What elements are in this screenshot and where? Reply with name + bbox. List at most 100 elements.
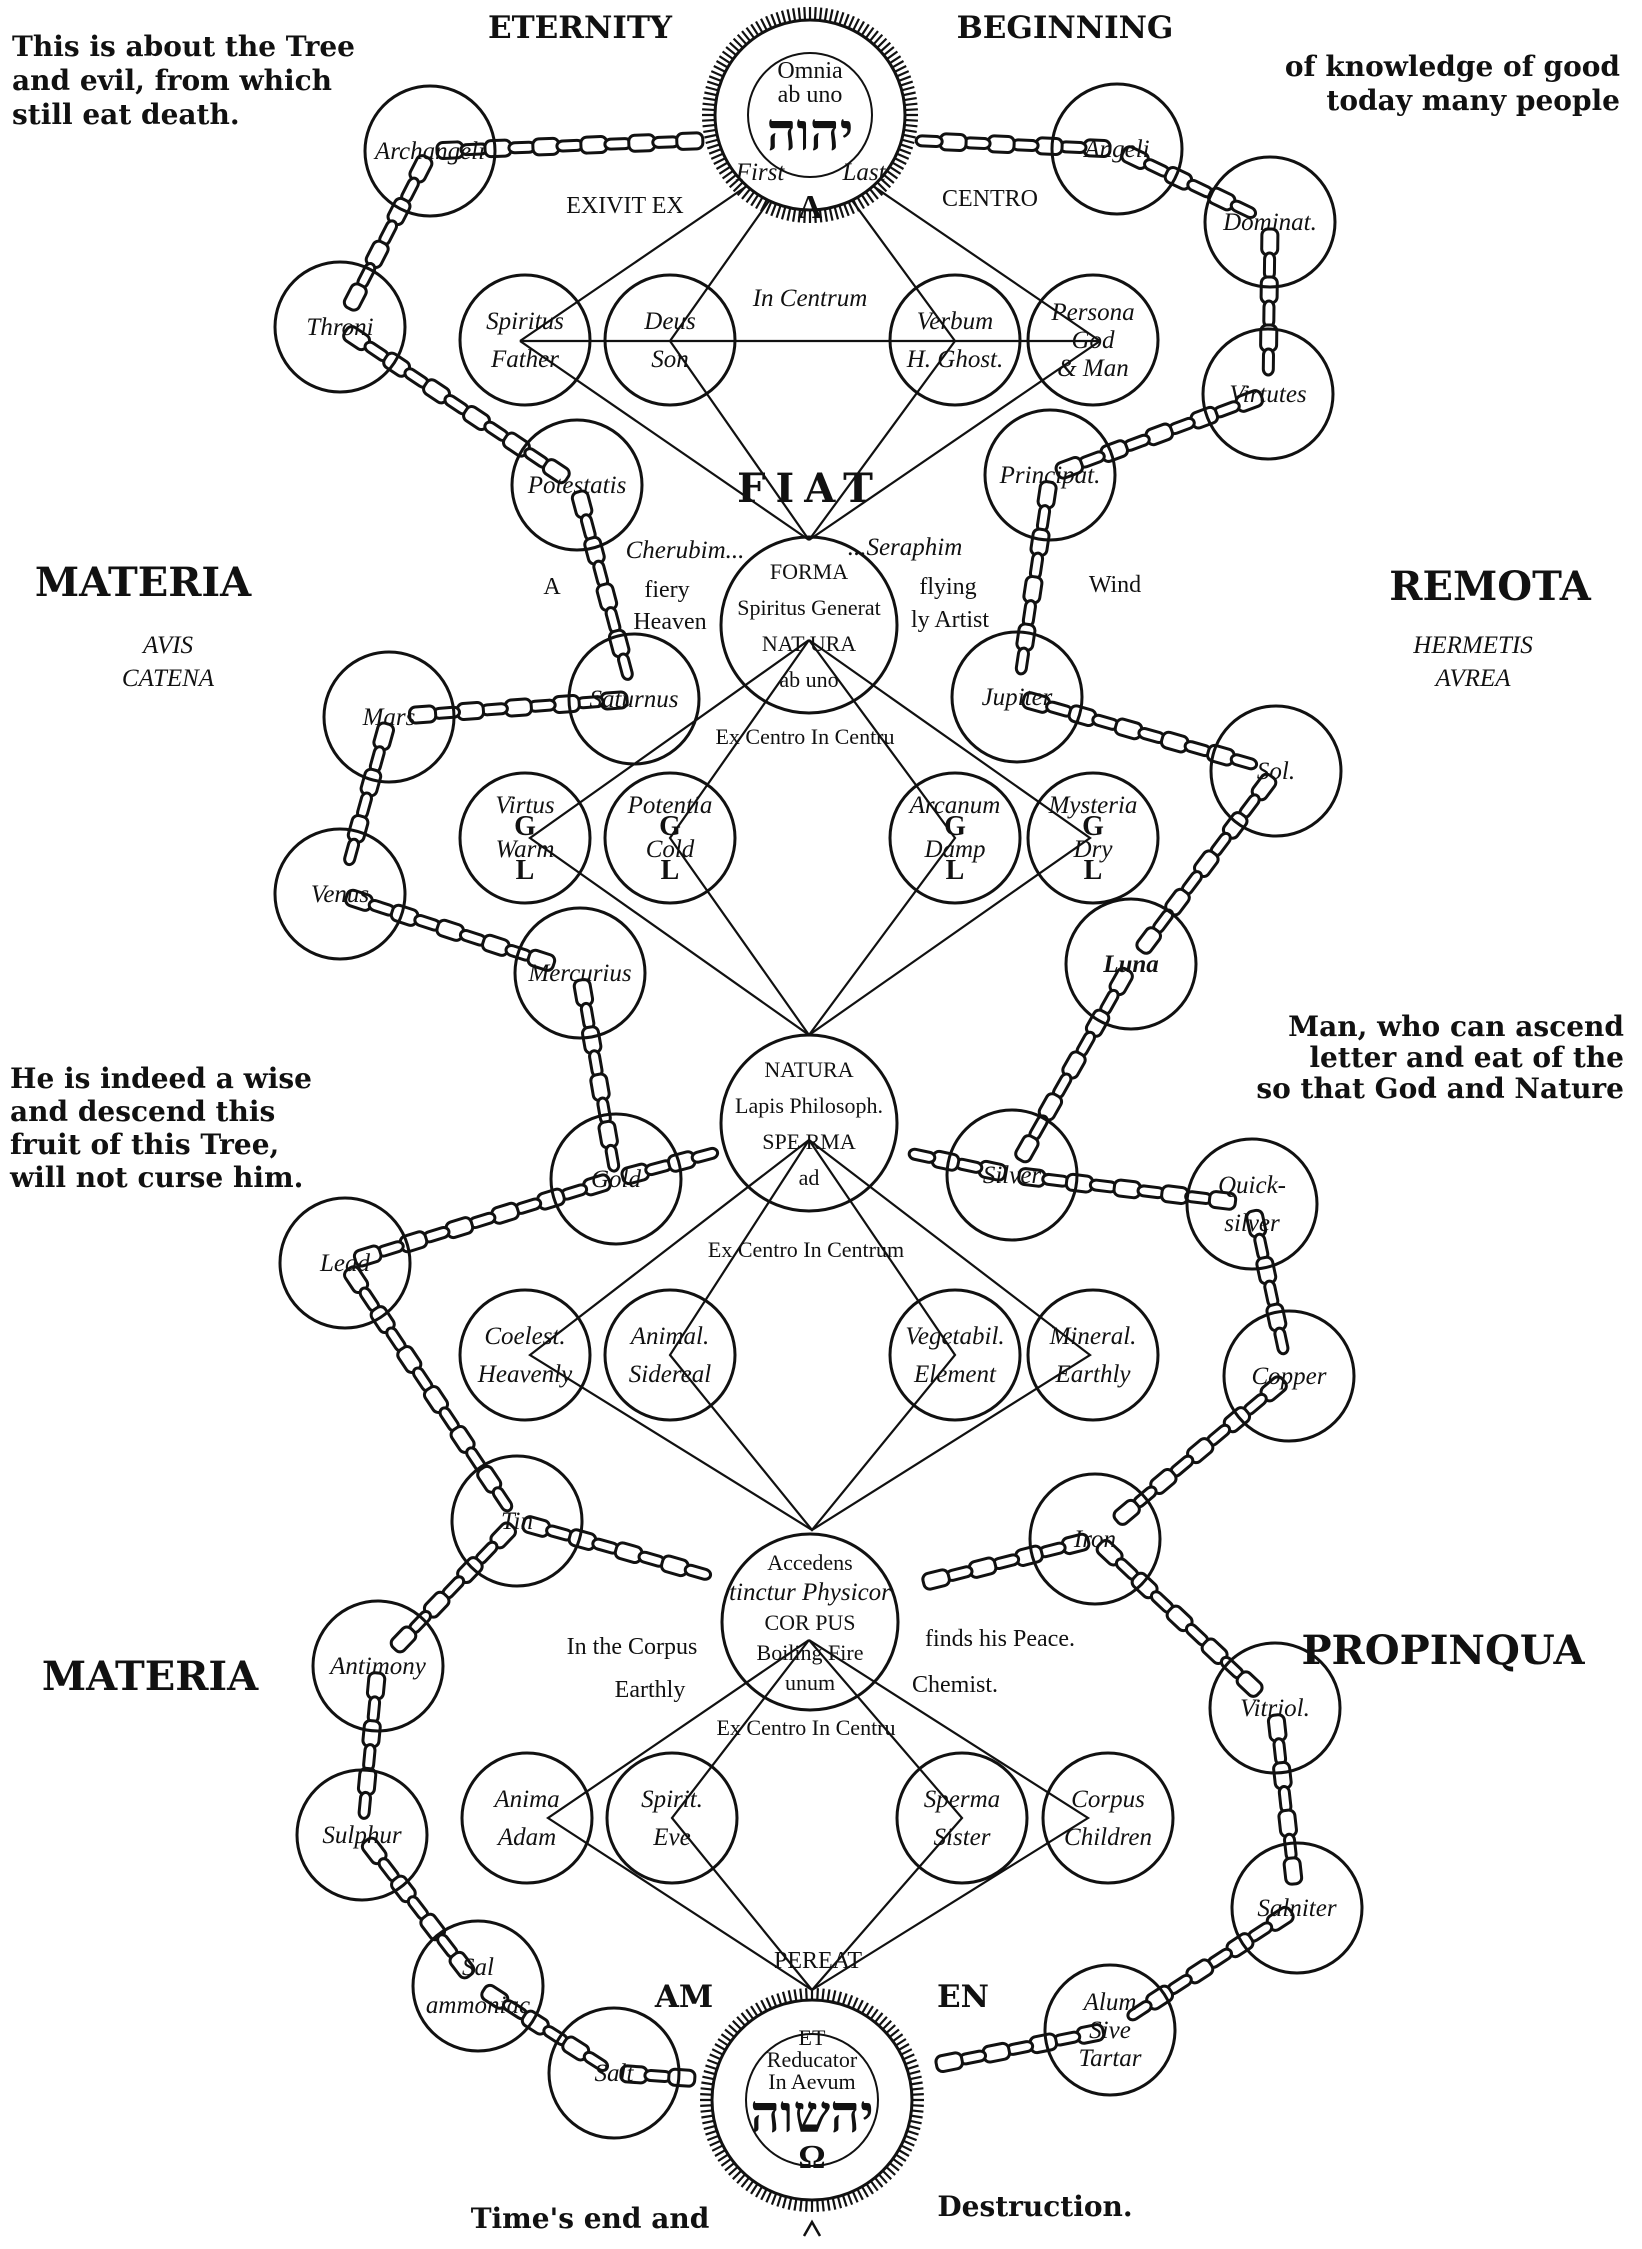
text-top-left-3: still eat death.: [12, 98, 240, 131]
text-mid-right-1: Man, who can ascend: [1288, 1010, 1624, 1043]
circle-vitriol-text-0: Vitriol.: [1240, 1695, 1310, 1722]
header-eternity: ETERNITY: [488, 10, 673, 46]
circle-mysteria-text-1: G: [1082, 811, 1104, 842]
circle-arcanum-text-0: Arcanum: [908, 792, 1001, 819]
circle-virtus-text-2: Warm: [496, 836, 555, 863]
circle-virtutes: Virtutes: [1201, 327, 1335, 461]
top-sun-hebrew: יהוה: [767, 102, 854, 163]
chain-8: [1014, 480, 1058, 676]
circle-venus-text-0: Venus: [311, 881, 369, 908]
circle-principat: Principat.: [983, 408, 1117, 542]
label-ex-centro-2: Ex Centro In Centrum: [708, 1237, 904, 1262]
label-earthly: Earthly: [615, 1677, 686, 1703]
circle-throni: Throni: [273, 260, 407, 394]
circle-silver: Silver: [945, 1108, 1079, 1242]
circle-luna: Luna: [1064, 897, 1198, 1031]
circle-sal_ammoniac-text-1: ammoniac: [426, 1992, 530, 2019]
label-pereat: PEREAT: [774, 1948, 862, 1974]
chain-24: [921, 1532, 1091, 1591]
circle-mineral-text-1: Earthly: [1055, 1361, 1132, 1388]
circle-quicksilver: Quick-silver: [1185, 1137, 1319, 1271]
circle-angeli-text-0: Angeli: [1082, 136, 1149, 163]
circle-potentia-text-0: Potentia: [627, 792, 713, 819]
top-sun-inner: [747, 52, 873, 178]
text-top-left-1: This is about the Tree: [12, 30, 355, 63]
label-centro: CENTRO: [942, 186, 1038, 212]
center-corpus-text-3: Boiling Fire: [757, 1640, 864, 1665]
diamond-low-outer: [528, 1139, 1092, 1532]
text-mid-left-3: fruit of this Tree,: [10, 1128, 279, 1161]
label-avis: AVIS: [141, 632, 194, 659]
label-cherubim: Cherubim...: [626, 537, 745, 564]
circle-vitriol: Vitriol.: [1208, 1641, 1342, 1775]
chain-14: [572, 977, 621, 1173]
chain-3: [1120, 145, 1258, 220]
circle-verbum-text-1: H. Ghost.: [906, 346, 1004, 373]
text-top-right-2: today many people: [1326, 84, 1620, 117]
label-wind: Wind: [1089, 572, 1141, 598]
circle-mercurius: Mercurius: [513, 906, 647, 1040]
chain-25: [389, 1521, 517, 1654]
circle-iron: Iron: [1028, 1472, 1162, 1606]
chain-31: [480, 1983, 610, 2072]
line-top-l1: [519, 340, 810, 541]
top-sun-line1: Omnia: [777, 58, 843, 84]
chain-26: [1095, 1538, 1264, 1698]
circle-archangeli: Archangeli: [363, 84, 497, 218]
text-top-left-2: and evil, from which: [12, 64, 332, 97]
label-finds-peace: finds his Peace.: [925, 1626, 1075, 1652]
circle-coelest-text-1: Heavenly: [477, 1361, 573, 1388]
circle-mars-text-0: Mars: [362, 704, 416, 731]
circle-corpus_children-text-1: Children: [1064, 1824, 1152, 1851]
label-heaven: Heaven: [633, 609, 706, 635]
text-mid-right-3: so that God and Nature: [1256, 1072, 1624, 1105]
text-mid-left-2: and descend this: [10, 1095, 275, 1128]
bottom-sun-omega: Ω: [798, 2139, 825, 2176]
bottom-sun-hebrew: יהשוה: [750, 2084, 874, 2145]
circle-quicksilver-text-1: silver: [1224, 1210, 1280, 1237]
circle-spirit-text-0: Spirit.: [641, 1786, 703, 1813]
circle-dominat: Dominat.: [1203, 155, 1337, 289]
circle-tin-text-0: Tin: [501, 1508, 533, 1535]
text-bottom-right: Destruction.: [937, 2190, 1132, 2223]
circle-animal: Animal.Sidereal: [603, 1288, 737, 1422]
header-materia-bottom: MATERIA: [42, 1653, 259, 1700]
bottom-arrow-icon: [802, 2219, 822, 2237]
circle-sol-text-0: Sol.: [1257, 758, 1295, 785]
center-corpus-text-4: unum: [785, 1670, 835, 1695]
circle-virtutes-text-0: Virtutes: [1229, 381, 1306, 408]
label-catena: CATENA: [122, 665, 215, 692]
chain-23: [521, 1515, 713, 1581]
circle-spirit: Spirit.Eve: [605, 1751, 739, 1885]
circle-salniter: Salniter: [1230, 1841, 1364, 1975]
chain-11: [343, 721, 395, 867]
label-hermetis: HERMETIS: [1412, 632, 1533, 659]
chain-22: [1112, 1375, 1288, 1526]
label-chemist: Chemist.: [912, 1672, 998, 1698]
text-mid-left-1: He is indeed a wise: [10, 1062, 312, 1095]
center-forma-text-2: NAT URA: [762, 631, 856, 656]
header-remota: REMOTA: [1389, 563, 1591, 610]
circle-alum-text-0: Alum: [1082, 1989, 1137, 2016]
label-in-the-corpus: In the Corpus: [567, 1634, 698, 1660]
circle-virtus-text-0: Virtus: [495, 792, 554, 819]
circle-persona-text-0: Persona: [1050, 299, 1134, 326]
chain-33: [934, 2023, 1106, 2074]
bottom-sun-line1: ET: [799, 2025, 826, 2050]
circle-iron-text-0: Iron: [1073, 1526, 1116, 1553]
label-en: EN: [937, 1979, 989, 2015]
circle-throni-text-0: Throni: [306, 314, 373, 341]
chain-2: [342, 154, 434, 312]
chain-19: [1017, 1167, 1238, 1211]
circle-principat-text-0: Principat.: [999, 462, 1101, 489]
